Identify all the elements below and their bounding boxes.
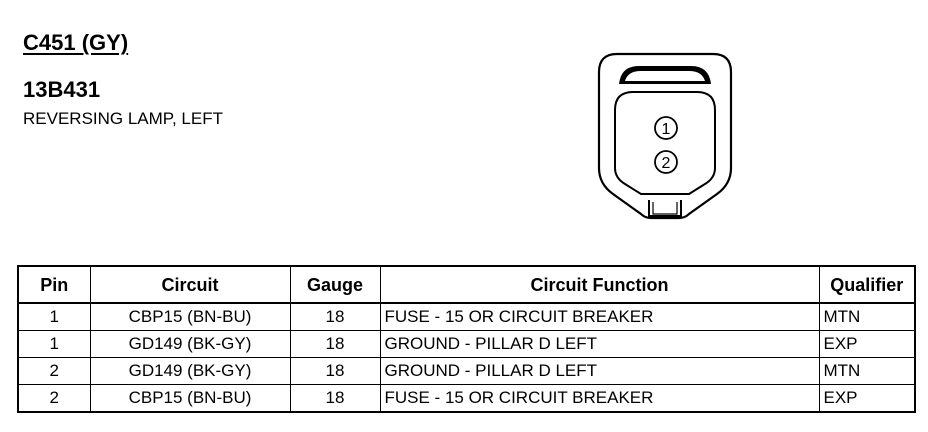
cell-circuit: GD149 (BK-GY) [89, 330, 291, 358]
header-circuit: Circuit [89, 265, 291, 304]
cell-qualifier: MTN [818, 357, 916, 385]
connector-face-diagram: 1 2 [597, 52, 733, 220]
table-header-row: Pin Circuit Gauge Circuit Function Quali… [17, 265, 916, 304]
pin-2-label: 2 [662, 155, 671, 172]
header-circuit-function: Circuit Function [379, 265, 820, 304]
pin-circuit-table: Pin Circuit Gauge Circuit Function Quali… [17, 265, 916, 413]
header-gauge: Gauge [289, 265, 381, 304]
cell-qualifier: MTN [818, 302, 916, 331]
table-row: 1 CBP15 (BN-BU) 18 FUSE - 15 OR CIRCUIT … [17, 302, 916, 331]
cell-circuit: CBP15 (BN-BU) [89, 302, 291, 331]
part-number: 13B431 [23, 77, 101, 102]
connector-key-notch [648, 200, 682, 217]
cell-circuit-function: FUSE - 15 OR CIRCUIT BREAKER [379, 384, 820, 413]
cell-qualifier: EXP [818, 384, 916, 413]
table-row: 2 GD149 (BK-GY) 18 GROUND - PILLAR D LEF… [17, 357, 916, 385]
cell-circuit: GD149 (BK-GY) [89, 357, 291, 385]
cell-pin: 1 [17, 330, 91, 358]
connector-housing-outline [597, 52, 733, 220]
pin-1-label: 1 [662, 121, 671, 138]
connector-inner-cavity [614, 91, 716, 195]
cell-gauge: 18 [289, 302, 381, 331]
cell-pin: 2 [17, 384, 91, 413]
cell-gauge: 18 [289, 357, 381, 385]
cell-gauge: 18 [289, 384, 381, 413]
pin-2-marker: 2 [654, 150, 678, 174]
cell-qualifier: EXP [818, 330, 916, 358]
table-row: 2 CBP15 (BN-BU) 18 FUSE - 15 OR CIRCUIT … [17, 384, 916, 413]
connector-description: REVERSING LAMP, LEFT [23, 109, 223, 128]
table-row: 1 GD149 (BK-GY) 18 GROUND - PILLAR D LEF… [17, 330, 916, 358]
header-qualifier: Qualifier [818, 265, 916, 304]
cell-circuit-function: GROUND - PILLAR D LEFT [379, 357, 820, 385]
connector-id: C451 (GY) [23, 30, 129, 55]
cell-pin: 1 [17, 302, 91, 331]
cell-pin: 2 [17, 357, 91, 385]
cell-circuit: CBP15 (BN-BU) [89, 384, 291, 413]
pin-1-marker: 1 [654, 116, 678, 140]
cell-circuit-function: FUSE - 15 OR CIRCUIT BREAKER [379, 302, 820, 331]
cell-circuit-function: GROUND - PILLAR D LEFT [379, 330, 820, 358]
header-pin: Pin [17, 265, 91, 304]
cell-gauge: 18 [289, 330, 381, 358]
